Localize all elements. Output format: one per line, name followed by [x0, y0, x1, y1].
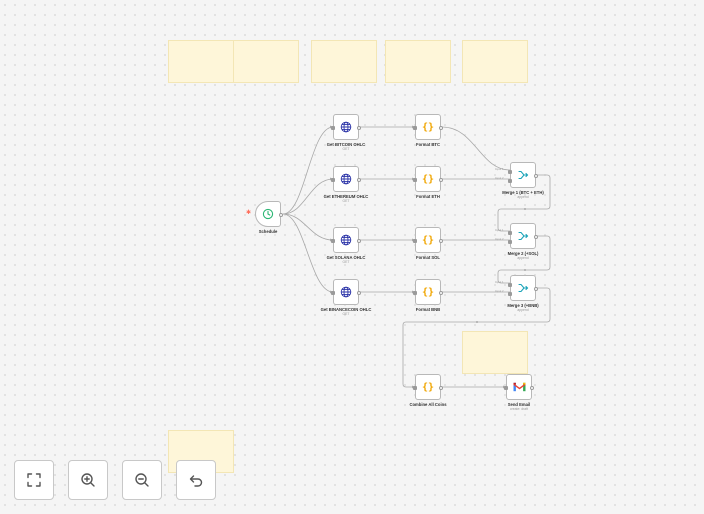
- zoom-in-button[interactable]: [68, 460, 108, 500]
- node-label: Merge 2 (+SOL): [507, 251, 539, 256]
- node-merge-3[interactable]: [508, 275, 538, 301]
- globe-icon: [340, 234, 352, 246]
- connection-formatbtc-merge1: [441, 126, 511, 171]
- zoom-in-icon: [81, 473, 95, 487]
- node-label: Merge 1 (BTC + ETH): [502, 190, 544, 195]
- node-sublabel: GET: [342, 147, 350, 151]
- node-get-solana[interactable]: [331, 227, 361, 253]
- node-label: Schedule: [258, 229, 278, 234]
- zoom-out-button[interactable]: [122, 460, 162, 500]
- merge-input-label: Input 1: [495, 228, 504, 232]
- globe-icon: [340, 286, 352, 298]
- merge-input-label: Input 2: [495, 289, 504, 293]
- clock-icon: [262, 208, 274, 220]
- braces-icon: {}: [421, 121, 435, 133]
- node-schedule[interactable]: [255, 201, 283, 227]
- connection-schedule-btc: [282, 126, 334, 215]
- sticky-note[interactable]: [233, 40, 299, 83]
- node-label: Get ETHEREUM OHLC: [323, 194, 369, 199]
- node-get-bitcoin[interactable]: [331, 114, 361, 140]
- sticky-note[interactable]: [385, 40, 451, 83]
- node-sublabel: GET: [342, 199, 350, 203]
- node-format-sol[interactable]: {}: [413, 227, 443, 253]
- gmail-icon: [513, 382, 525, 392]
- node-label: Format BTC: [416, 142, 440, 147]
- node-sublabel: append: [517, 308, 529, 312]
- braces-icon: {}: [421, 173, 435, 185]
- merge-input-label: Input 2: [495, 176, 504, 180]
- sticky-note[interactable]: [462, 331, 528, 374]
- sticky-note[interactable]: [311, 40, 377, 83]
- node-label: Format ETH: [416, 194, 440, 199]
- node-label: Send Email: [507, 402, 531, 407]
- node-label: Get BINANCECOIN OHLC: [320, 307, 372, 312]
- fit-view-icon: [27, 473, 41, 487]
- globe-icon: [340, 121, 352, 133]
- node-combine-all-coins[interactable]: {}: [413, 374, 443, 400]
- braces-icon: {}: [421, 381, 435, 393]
- zoom-out-icon: [135, 473, 149, 487]
- merge-icon: [518, 283, 529, 293]
- node-sublabel: append: [517, 256, 529, 260]
- node-label: Format SOL: [416, 255, 440, 260]
- node-sublabel: append: [517, 195, 529, 199]
- node-get-ethereum[interactable]: [331, 166, 361, 192]
- sticky-note[interactable]: [462, 40, 528, 83]
- node-sublabel: create: draft: [509, 407, 529, 411]
- node-label: Get BITCOIN OHLC: [326, 142, 366, 147]
- node-get-binancecoin[interactable]: [331, 279, 361, 305]
- merge-input-label: Input 1: [495, 167, 504, 171]
- node-format-eth[interactable]: {}: [413, 166, 443, 192]
- braces-icon: {}: [421, 234, 435, 246]
- node-send-email[interactable]: [504, 374, 534, 400]
- sticky-note[interactable]: [168, 40, 234, 83]
- node-format-btc[interactable]: {}: [413, 114, 443, 140]
- connection-schedule-sol: [282, 213, 334, 241]
- node-label: Get SOLANA OHLC: [326, 255, 366, 260]
- node-label: Format BNB: [415, 307, 441, 312]
- merge-icon: [518, 170, 529, 180]
- node-label: Merge 3 (+BNB): [507, 303, 539, 308]
- braces-icon: {}: [421, 286, 435, 298]
- connection-schedule-bnb: [282, 213, 334, 293]
- node-format-bnb[interactable]: {}: [413, 279, 443, 305]
- merge-icon: [518, 231, 529, 241]
- node-sublabel: GET: [342, 260, 350, 264]
- fit-view-button[interactable]: [14, 460, 54, 500]
- merge-input-label: Input 1: [495, 280, 504, 284]
- node-merge-1[interactable]: [508, 162, 538, 188]
- node-merge-2[interactable]: [508, 223, 538, 249]
- trigger-bolt-icon: ✱: [246, 210, 252, 216]
- merge-input-label: Input 2: [495, 237, 504, 241]
- undo-button[interactable]: [176, 460, 216, 500]
- node-label: Combine All Coins: [409, 402, 447, 407]
- undo-icon: [189, 475, 203, 487]
- node-sublabel: GET: [342, 312, 350, 316]
- globe-icon: [340, 173, 352, 185]
